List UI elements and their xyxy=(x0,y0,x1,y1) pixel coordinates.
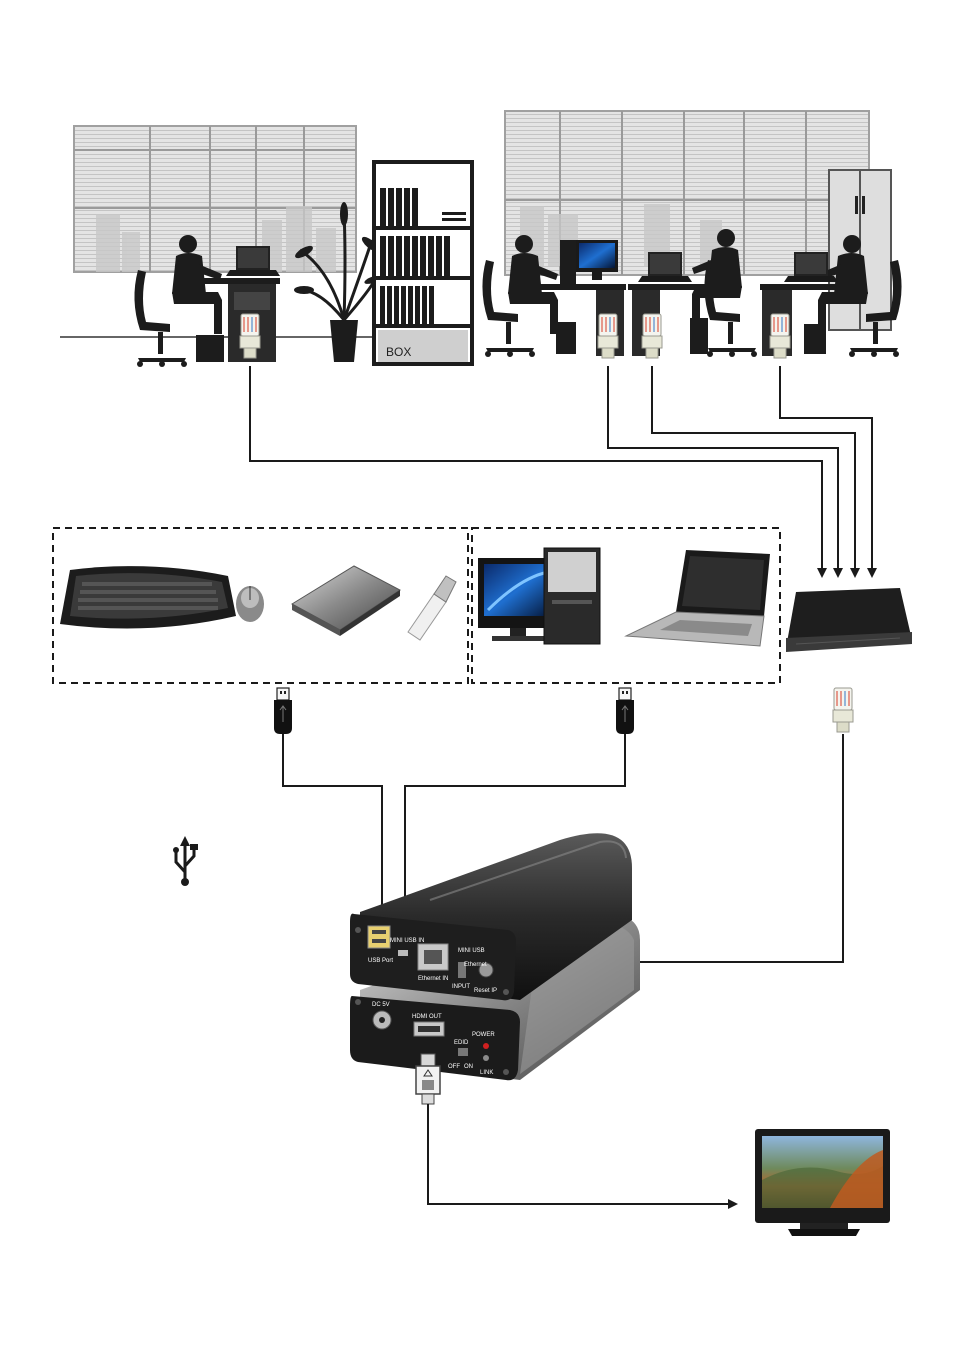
power-led xyxy=(483,1043,489,1049)
power-label: POWER xyxy=(472,1032,495,1038)
mini-usb-in-port[interactable] xyxy=(398,950,408,956)
receiver-device: USB Port MINI USB IN Ethernet IN MINI US… xyxy=(350,833,640,1080)
usb-port[interactable] xyxy=(368,926,390,948)
mini-usb-in-label: MINI USB IN xyxy=(390,938,424,944)
hdmi-arrowhead xyxy=(728,1199,738,1209)
usb-plug-icon xyxy=(616,688,634,734)
link-label: LINK xyxy=(480,1070,493,1076)
bookshelf-icon: BOX xyxy=(374,162,472,364)
tv-icon xyxy=(755,1129,890,1236)
desktop-pc-icon xyxy=(478,548,600,644)
usb-symbol-icon xyxy=(173,836,198,886)
hdmi-cable xyxy=(428,1104,730,1204)
keyboard-icon xyxy=(60,566,236,628)
ethernet-in-label: Ethernet IN xyxy=(418,976,448,982)
edid-label: EDID xyxy=(454,1040,469,1046)
edid-off-label: OFF xyxy=(448,1064,460,1070)
usb-flash-drive-icon xyxy=(408,576,456,640)
mouse-icon xyxy=(236,586,264,622)
hdmi-out-label: HDMI OUT xyxy=(412,1014,442,1020)
edid-switch[interactable] xyxy=(458,1048,468,1056)
link-led xyxy=(483,1055,489,1061)
laptop-icon xyxy=(626,550,770,646)
mini-usb-select-label: MINI USB xyxy=(458,948,485,954)
office-right xyxy=(482,111,901,357)
input-label: INPUT xyxy=(452,984,470,990)
ethernet-cables xyxy=(250,366,872,570)
usb-port-label: USB Port xyxy=(368,958,393,964)
dc-5v-label: DC 5V xyxy=(372,1002,390,1008)
router-icon xyxy=(786,588,912,652)
office-left: BOX xyxy=(60,126,472,367)
cabinet-icon xyxy=(829,170,891,330)
cabinet-label: BOX xyxy=(386,345,411,359)
rj45-connector-icon xyxy=(833,688,853,732)
usb-plug-icon xyxy=(274,688,292,734)
edid-on-label: ON xyxy=(464,1064,473,1070)
ethernet-select-label: Ethernet xyxy=(464,962,487,968)
reset-ip-label: Reset IP xyxy=(474,988,497,994)
arrowheads xyxy=(817,568,877,578)
external-hdd-icon xyxy=(292,566,400,636)
